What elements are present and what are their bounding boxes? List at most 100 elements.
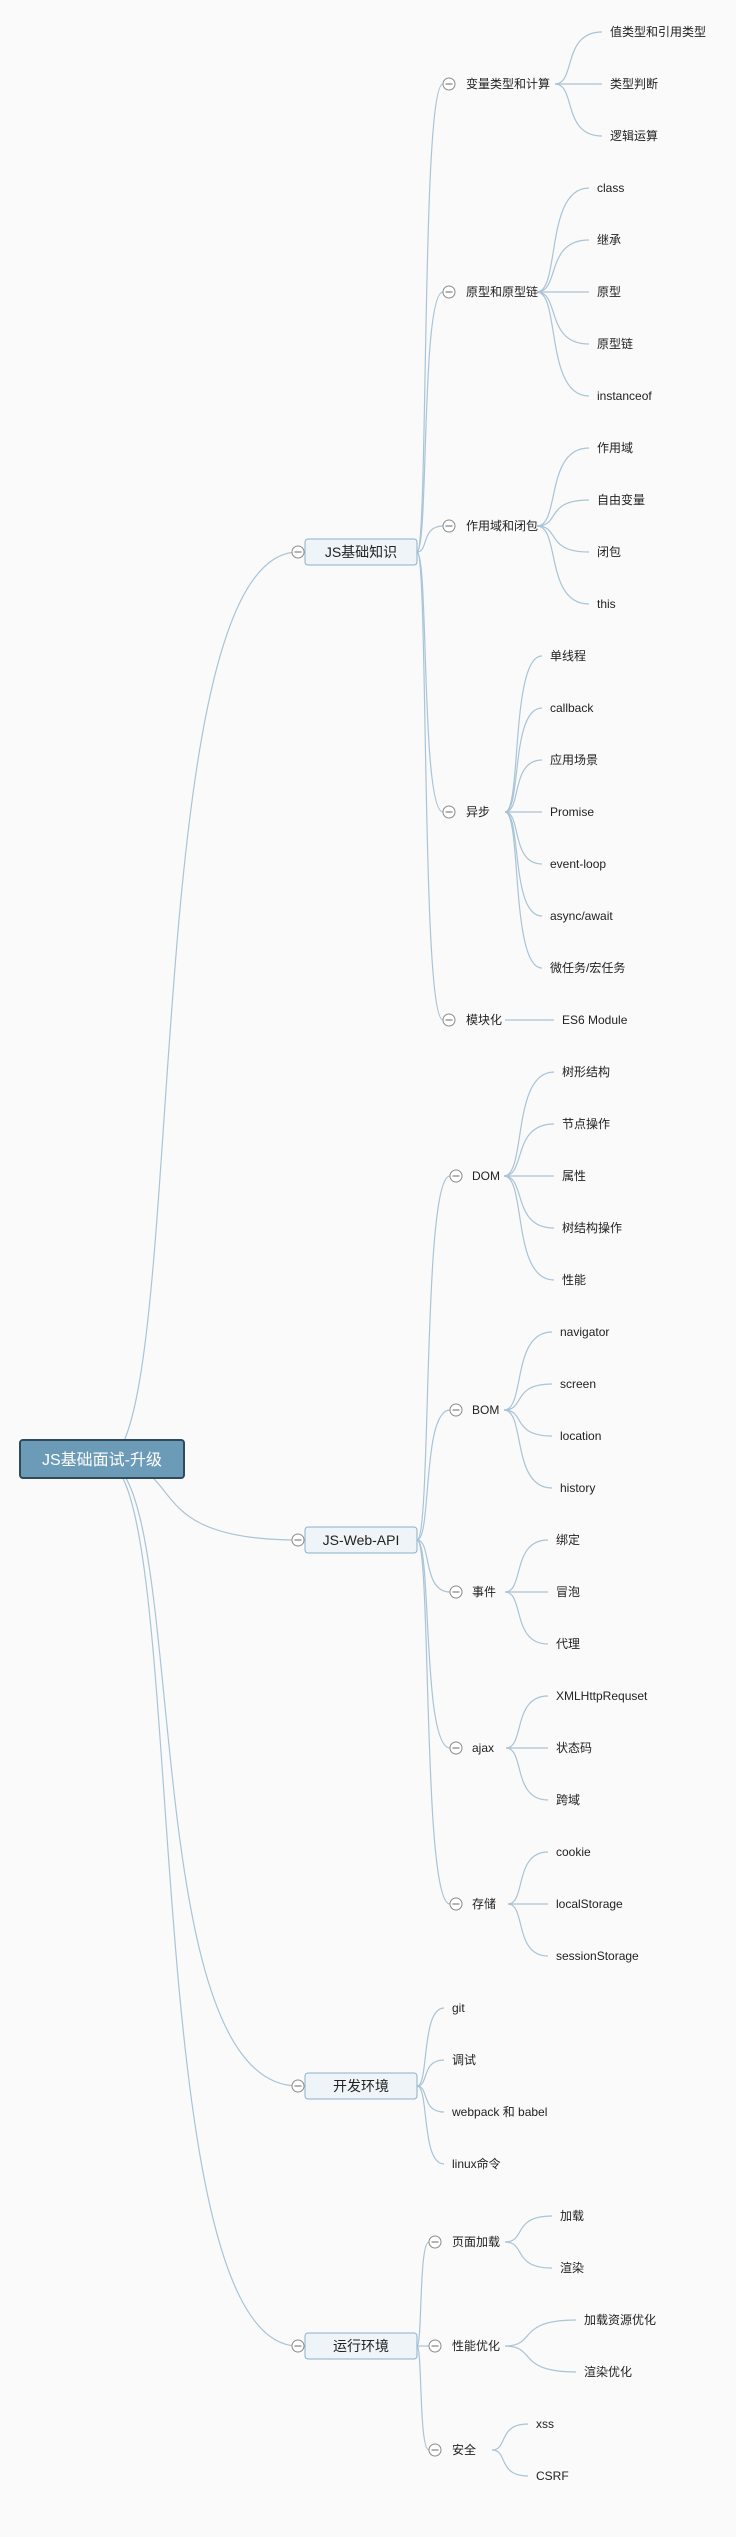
leaf-label: CSRF (536, 2469, 569, 2483)
branch-label: JS基础知识 (325, 544, 397, 560)
sub-leaf-connector (504, 2241, 553, 2269)
connector-lines (103, 31, 603, 2477)
leaf-label: 应用场景 (550, 752, 598, 767)
branch-label: JS-Web-API (323, 1532, 400, 1548)
leaf-label: Promise (550, 805, 594, 819)
sub-leaf-connector (536, 525, 590, 553)
leaf-label: instanceof (597, 389, 652, 403)
leaf-label: 值类型和引用类型 (610, 24, 706, 39)
leaf-label: sessionStorage (556, 1949, 639, 1963)
subtopic-label: 安全 (452, 2442, 476, 2457)
collapse-toggle-icon[interactable] (442, 805, 456, 819)
sub-leaf-connector (505, 1695, 549, 1749)
sub-leaf-connector (504, 811, 543, 969)
leaf-label: xss (536, 2417, 554, 2431)
leaf-label: 节点操作 (562, 1116, 610, 1131)
collapse-toggle-icon[interactable] (442, 285, 456, 299)
sub-leaf-connector (507, 1903, 549, 1957)
leaf-label: 闭包 (597, 545, 621, 559)
branch-leaf-connector (416, 2059, 445, 2087)
collapse-toggle-icon[interactable] (291, 2339, 305, 2353)
sub-leaf-connector (536, 525, 590, 605)
sub-leaf-connector (505, 1747, 549, 1801)
subtopic-label: 变量类型和计算 (466, 76, 550, 91)
leaf-label: callback (550, 701, 594, 715)
leaf-label: 调试 (452, 2052, 476, 2067)
leaf-label: class (597, 181, 624, 195)
leaf-label: navigator (560, 1325, 609, 1339)
collapse-toggle-icon[interactable] (291, 2079, 305, 2093)
root-node[interactable]: JS基础面试-升级 (19, 1439, 185, 1479)
leaf-label: 逻辑运算 (610, 128, 658, 143)
sub-leaf-connector (554, 31, 603, 85)
branch-node[interactable]: JS基础知识 (304, 538, 418, 566)
branch-node[interactable]: 开发环境 (304, 2072, 418, 2100)
collapse-toggle-icon[interactable] (442, 77, 456, 91)
sub-leaf-connector (536, 447, 590, 527)
branch-node[interactable]: JS-Web-API (304, 1526, 418, 1554)
sub-leaf-connector (503, 1175, 555, 1281)
collapse-toggle-icon[interactable] (449, 1585, 463, 1599)
leaf-label: 冒泡 (556, 1585, 580, 1599)
branch-sub-connector (416, 551, 444, 813)
subtopic-label: 事件 (472, 1585, 496, 1599)
subtopic-label: 页面加载 (452, 2235, 500, 2249)
subtopic-label: 原型和原型链 (466, 284, 538, 299)
subtopic-label: 存储 (472, 1896, 496, 1911)
subtopic-label: 作用域和闭包 (466, 519, 538, 533)
leaf-label: location (560, 1429, 601, 1443)
collapse-toggle-icon[interactable] (428, 2443, 442, 2457)
leaf-label: 继承 (597, 233, 621, 247)
branch-sub-connector (416, 525, 444, 553)
sub-leaf-connector (536, 291, 590, 345)
sub-leaf-connector (507, 1851, 549, 1905)
collapse-toggle-icon[interactable] (449, 1403, 463, 1417)
leaf-label: 类型判断 (610, 76, 658, 91)
subtopic-label: 性能优化 (452, 2339, 500, 2353)
subtopic-label: 模块化 (466, 1013, 502, 1027)
leaf-label: 作用域 (597, 441, 633, 455)
leaf-label: cookie (556, 1845, 591, 1859)
branch-node[interactable]: 运行环境 (304, 2332, 418, 2360)
sub-leaf-connector (503, 1175, 555, 1229)
collapse-toggle-icon[interactable] (291, 545, 305, 559)
branch-sub-connector (416, 1409, 451, 1541)
branch-sub-connector (416, 551, 444, 1021)
leaf-label: 渲染 (560, 2260, 584, 2275)
branch-label: 开发环境 (333, 2078, 389, 2094)
collapse-toggle-icon[interactable] (442, 1013, 456, 1027)
root-label: JS基础面试-升级 (42, 1451, 162, 1469)
collapse-toggle-icon[interactable] (449, 1741, 463, 1755)
leaf-label: 渲染优化 (584, 2364, 632, 2379)
subtopic-label: BOM (472, 1403, 499, 1417)
collapse-toggle-icon[interactable] (449, 1169, 463, 1183)
collapse-toggle-icon[interactable] (291, 1533, 305, 1547)
leaf-label: screen (560, 1377, 596, 1391)
branch-sub-connector (416, 2345, 430, 2451)
collapse-toggle-icon[interactable] (449, 1897, 463, 1911)
leaf-label: 绑定 (556, 1532, 580, 1547)
collapse-toggle-icon[interactable] (428, 2339, 442, 2353)
collapse-toggle-icon[interactable] (442, 519, 456, 533)
sub-leaf-connector (504, 811, 543, 865)
sub-leaf-connector (504, 1539, 549, 1593)
sub-leaf-connector (491, 2423, 529, 2451)
sub-leaf-connector (503, 1123, 555, 1177)
leaf-label: 代理 (556, 1637, 580, 1651)
branch-leaf-connector (416, 2007, 445, 2087)
branch-sub-connector (416, 1539, 451, 1905)
sub-leaf-connector (504, 655, 543, 813)
leaf-label: 原型 (597, 285, 621, 299)
branch-label: 运行环境 (333, 2338, 389, 2354)
leaf-label: git (452, 2001, 465, 2015)
sub-leaf-connector (554, 83, 603, 137)
leaf-label: localStorage (556, 1897, 623, 1911)
root-branch-connector (103, 551, 299, 1462)
branch-leaf-connector (416, 2085, 445, 2165)
leaf-label: 树形结构 (562, 1064, 610, 1079)
subtopic-label: ajax (472, 1741, 494, 1755)
collapse-toggle-icon[interactable] (428, 2235, 442, 2249)
sub-leaf-connector (504, 1591, 549, 1645)
